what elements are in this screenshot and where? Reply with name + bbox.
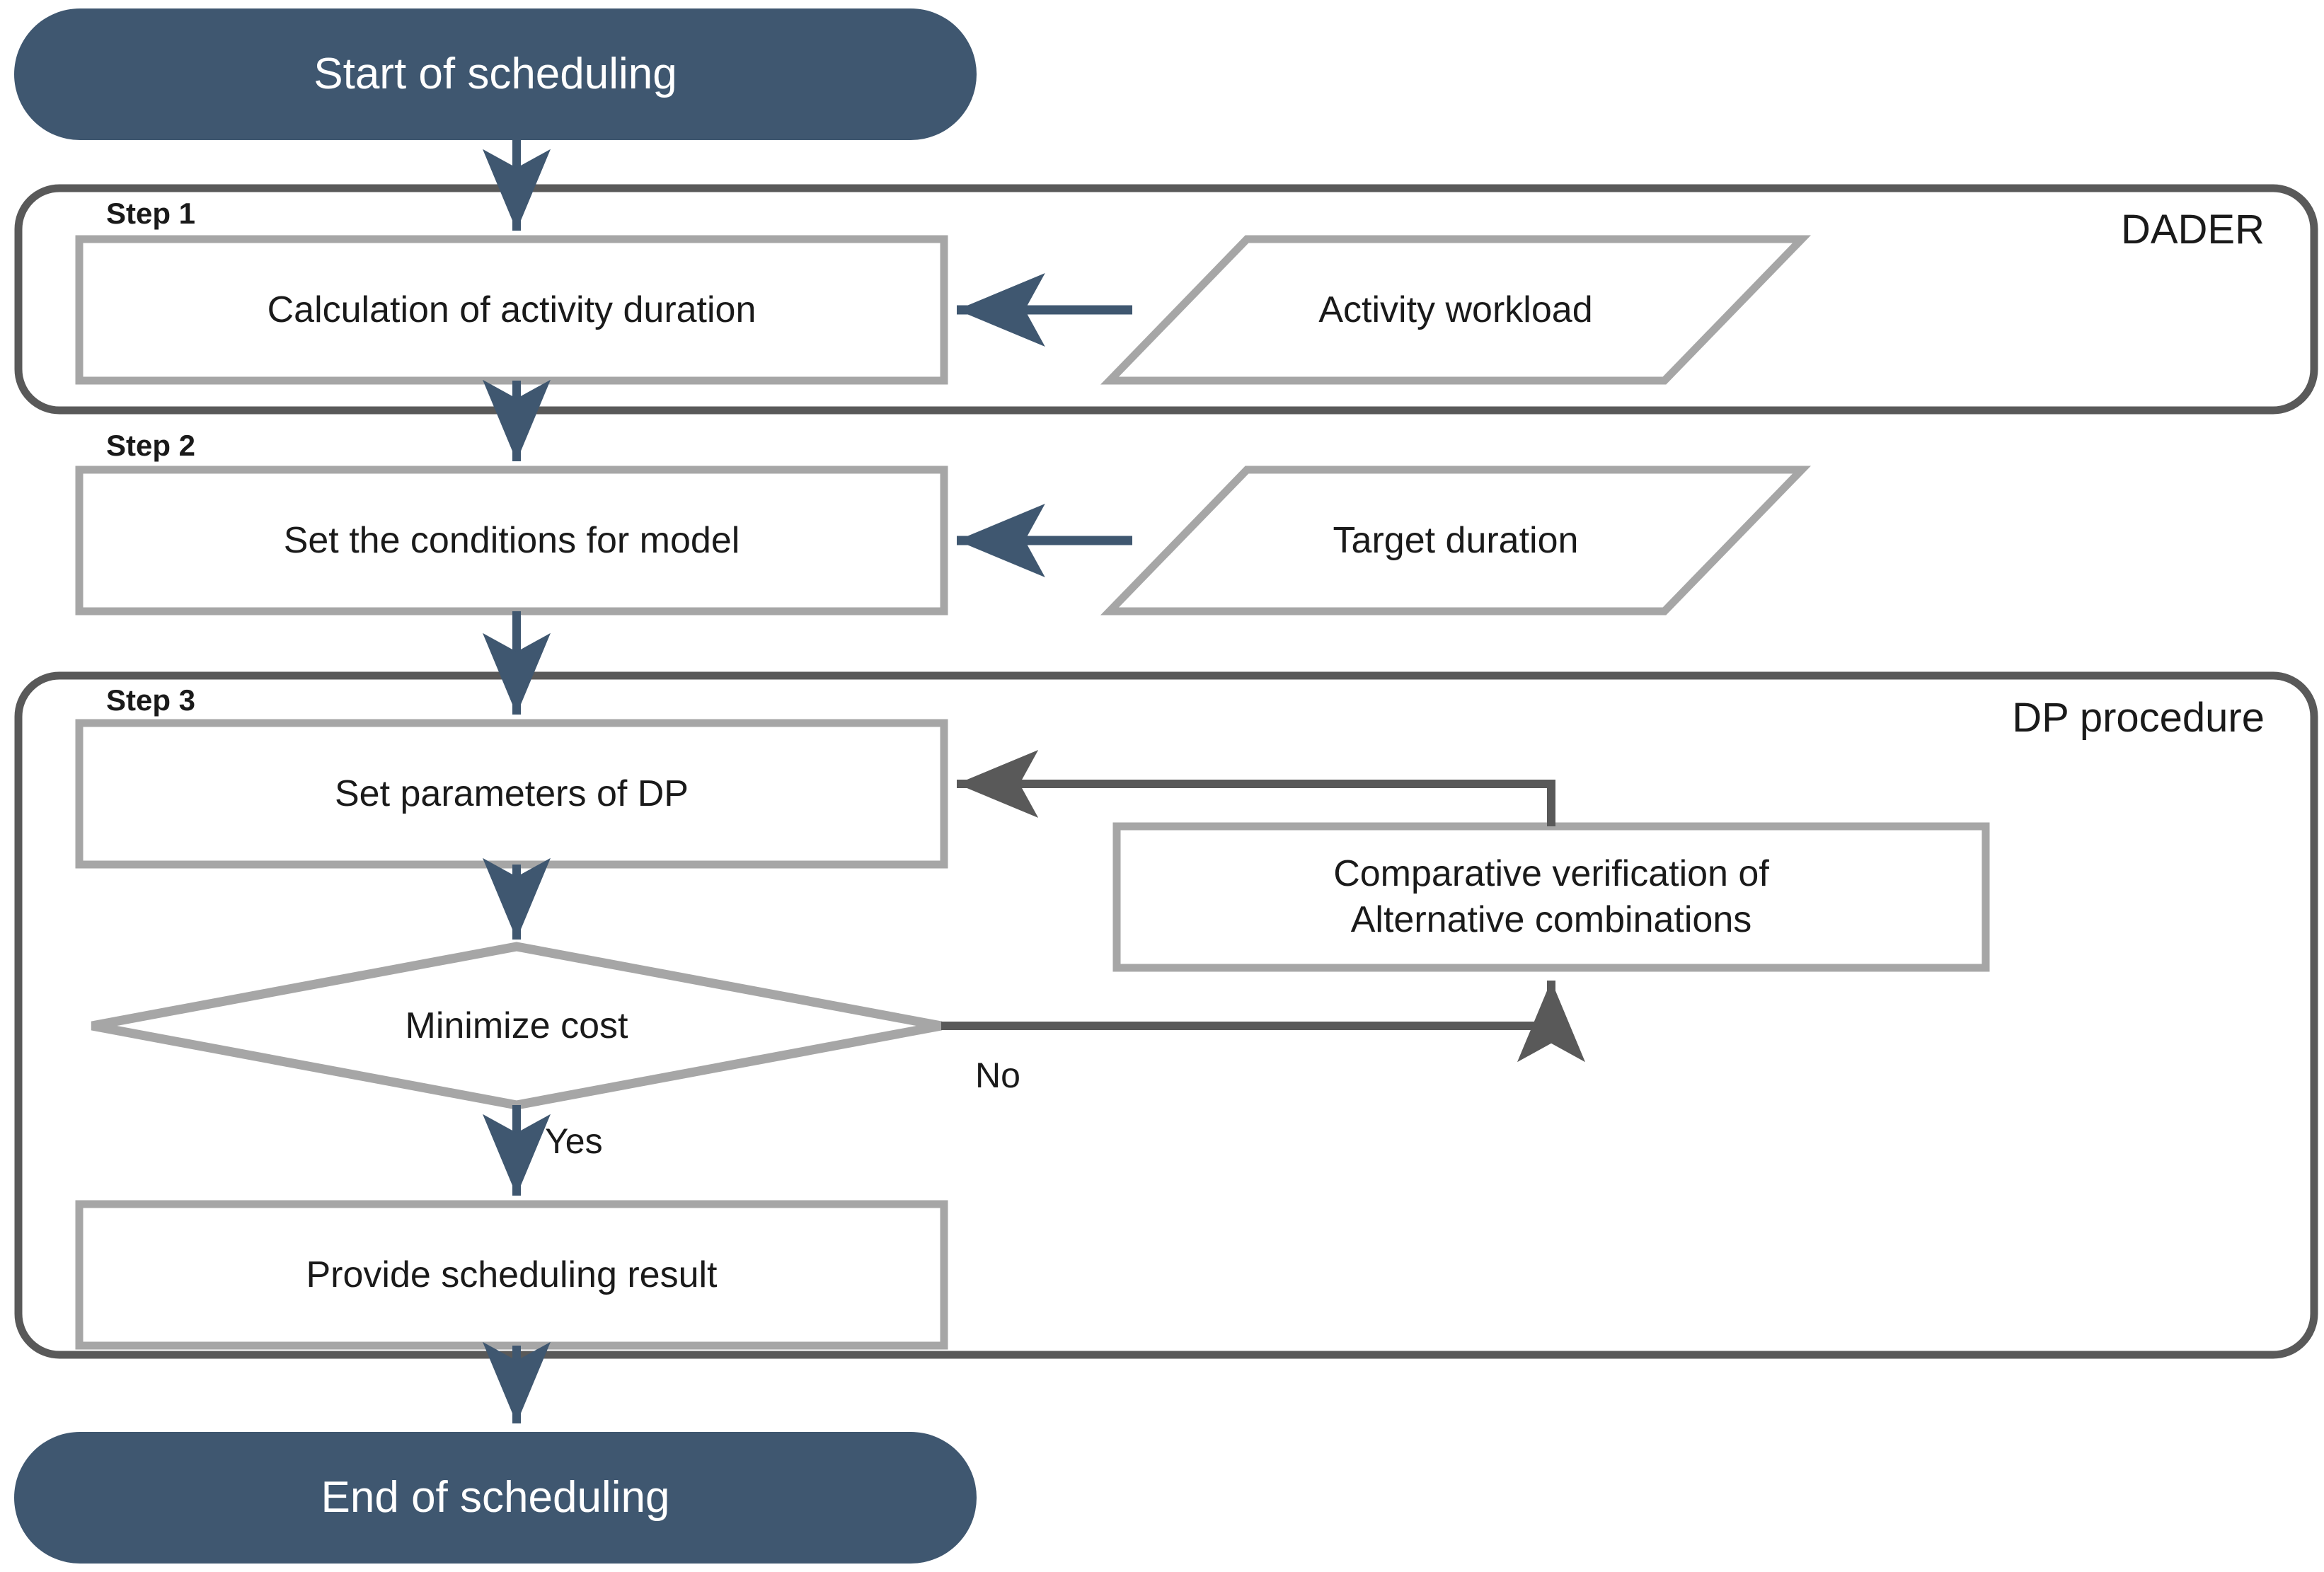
node-set-conditions[interactable]	[79, 470, 944, 611]
node-start[interactable]	[14, 8, 977, 140]
node-start-shape[interactable]	[14, 8, 977, 140]
node-minimize-cost[interactable]	[92, 947, 941, 1105]
group-container-dader	[14, 184, 2318, 415]
node-set-parameters[interactable]	[79, 723, 944, 865]
node-activity-workload-shape[interactable]	[1100, 235, 1811, 385]
node-target-duration-shape[interactable]	[1100, 466, 1811, 615]
node-comparative-verification[interactable]	[1117, 826, 1986, 968]
edge-comparison-to-parameters	[957, 750, 1555, 826]
group-container-dp-procedure	[14, 671, 2318, 1359]
node-target-duration[interactable]	[1110, 470, 1802, 611]
node-calc-duration[interactable]	[79, 239, 944, 381]
edge-decision-no-to-comparison	[941, 981, 1585, 1063]
node-set-parameters-shape[interactable]	[75, 719, 948, 869]
node-provide-result[interactable]	[79, 1204, 944, 1346]
node-end[interactable]	[14, 1432, 977, 1564]
node-end-shape[interactable]	[14, 1432, 977, 1564]
node-provide-result-shape[interactable]	[75, 1200, 948, 1350]
node-activity-workload[interactable]	[1110, 239, 1802, 381]
node-set-conditions-shape[interactable]	[75, 466, 948, 615]
